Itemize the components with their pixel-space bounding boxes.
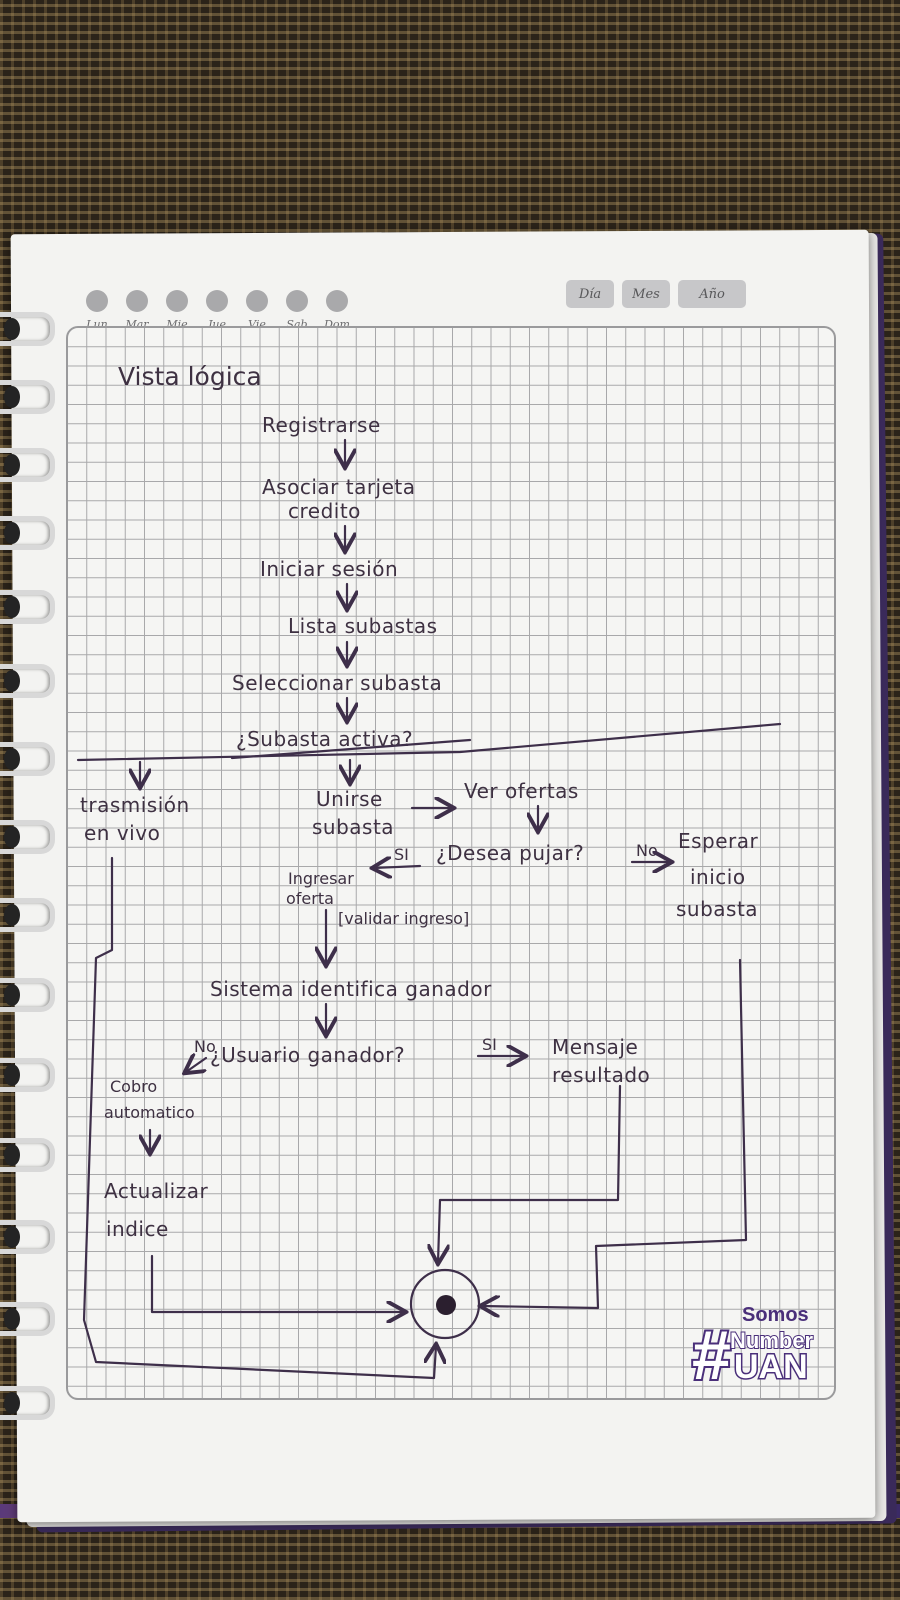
- step-ver-ofertas: Ver ofertas: [464, 779, 579, 803]
- spiral-ring: [0, 1386, 55, 1420]
- flow-line-esperar: [482, 958, 748, 1308]
- spiral-ring: [0, 1138, 55, 1172]
- guard-validar-ingreso: [validar ingreso]: [338, 909, 469, 928]
- fork-bar-top: [230, 738, 472, 760]
- step-indice: indice: [106, 1217, 169, 1241]
- logo-hash: #: [690, 1316, 733, 1394]
- somos-number-uan-logo: # Somos Number UAN: [690, 1304, 836, 1398]
- decision-usuario-ganador: ¿Usuario ganador?: [210, 1043, 405, 1067]
- step-lista-subastas: Lista subastas: [288, 614, 438, 638]
- step-en-vivo: en vivo: [84, 821, 160, 845]
- step-oferta: oferta: [286, 889, 334, 908]
- step-unirse: Unirse: [316, 787, 383, 811]
- step-mensaje: Mensaje: [552, 1035, 638, 1059]
- final-node-dot: [436, 1295, 456, 1315]
- spiral-ring: [0, 448, 55, 482]
- flow-arrow: [374, 866, 422, 868]
- logo-somos: Somos: [742, 1304, 809, 1326]
- diagram-title: Vista lógica: [118, 362, 262, 391]
- flow-line-actualizar: [150, 1254, 404, 1312]
- fork-bar: [76, 722, 782, 762]
- step-asociar-tarjeta: Asociar tarjeta: [262, 475, 416, 499]
- step-esperar: Esperar: [678, 829, 759, 853]
- step-transmision: trasmisión: [80, 793, 190, 817]
- guard-no: No: [636, 841, 658, 860]
- step-seleccionar-subasta: Seleccionar subasta: [232, 671, 442, 695]
- step-inicio: inicio: [690, 865, 746, 889]
- logo-uan: UAN: [733, 1347, 810, 1388]
- step-subasta-espera: subasta: [676, 897, 758, 921]
- decision-desea-pujar: ¿Desea pujar?: [436, 841, 584, 865]
- guard-si-ganador: SI: [482, 1035, 497, 1054]
- guard-no-ganador: No: [194, 1037, 216, 1056]
- spiral-ring: [0, 820, 55, 854]
- logo-number: Number: [729, 1327, 814, 1354]
- step-iniciar-sesion: Iniciar sesión: [260, 557, 398, 581]
- spiral-ring: [0, 312, 55, 346]
- period-month-box: Mes: [622, 280, 670, 308]
- final-node-ring: [409, 1268, 481, 1340]
- spiral-ring: [0, 590, 55, 624]
- spiral-ring: [0, 1058, 55, 1092]
- step-ingresar: Ingresar: [288, 869, 354, 888]
- step-cobro: Cobro: [110, 1077, 157, 1096]
- spiral-ring: [0, 742, 55, 776]
- spiral-ring: [0, 1302, 55, 1336]
- step-automatico: automatico: [104, 1103, 195, 1122]
- step-subasta: subasta: [312, 815, 394, 839]
- spiral-ring: [0, 380, 55, 414]
- period-day-box: Día: [566, 280, 614, 308]
- step-actualizar: Actualizar: [104, 1179, 208, 1203]
- step-sistema-identifica: Sistema identifica ganador: [210, 977, 492, 1001]
- spiral-ring: [0, 978, 55, 1012]
- period-year-box: Año: [678, 280, 746, 308]
- step-asociar-credito: credito: [288, 499, 361, 523]
- spiral-ring: [0, 664, 55, 698]
- flow-arrow: [186, 1058, 208, 1072]
- guard-si: SI: [394, 845, 409, 864]
- flow-line-mensaje: [438, 1084, 622, 1262]
- spiral-ring: [0, 898, 55, 932]
- step-resultado: resultado: [552, 1063, 650, 1087]
- spiral-ring: [0, 516, 55, 550]
- grid-paper: [66, 326, 836, 1400]
- spiral-ring: [0, 1220, 55, 1254]
- flow-line-transmision: [82, 856, 436, 1380]
- step-registrarse: Registrarse: [262, 413, 381, 437]
